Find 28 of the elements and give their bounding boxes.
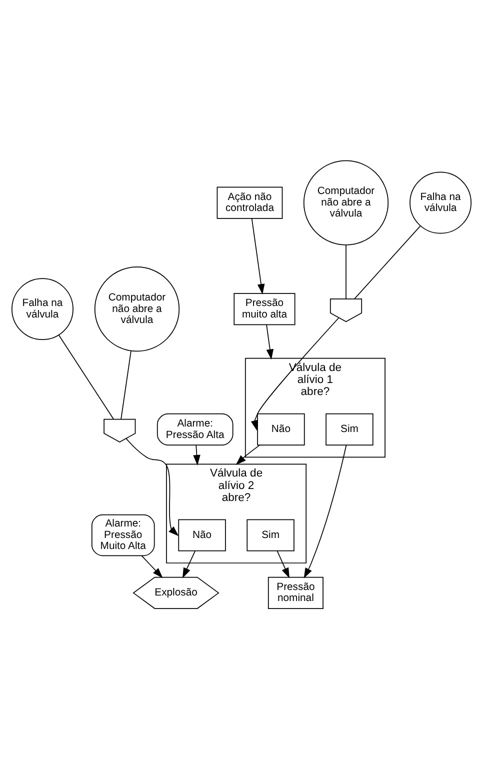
node-box: Não bbox=[257, 412, 305, 445]
node-box: Não bbox=[178, 518, 226, 551]
arrow bbox=[141, 554, 163, 578]
node-circle: Falha na válvula bbox=[12, 278, 74, 340]
node-box: Pressão nominal bbox=[268, 576, 324, 608]
arrow bbox=[266, 324, 274, 360]
arrow bbox=[250, 317, 340, 430]
arrow bbox=[193, 444, 200, 465]
node-box: Alarme: Pressão Alta bbox=[156, 412, 234, 445]
node-circle: Computador não abre a válvula bbox=[303, 160, 389, 245]
arrow bbox=[126, 438, 179, 536]
node-box: Sim bbox=[326, 412, 374, 445]
node-box: Alarme: Pressão Muito Alta bbox=[91, 514, 155, 556]
node-circle: Falha na válvula bbox=[410, 171, 472, 234]
node-box: Pressão muito alta bbox=[234, 292, 296, 325]
connector bbox=[58, 334, 114, 420]
arrow bbox=[182, 550, 196, 578]
node-box: Ação não controlada bbox=[216, 186, 283, 218]
arrow bbox=[236, 444, 260, 465]
node-circle: Computador não abre a válvula bbox=[94, 266, 180, 352]
node-gate bbox=[104, 418, 136, 442]
arrow bbox=[304, 444, 347, 578]
node-box: Sim bbox=[246, 518, 294, 551]
connector bbox=[354, 225, 421, 299]
node-gate bbox=[330, 298, 362, 322]
connector bbox=[120, 350, 132, 420]
arrow bbox=[251, 217, 265, 294]
arrow bbox=[276, 550, 290, 578]
